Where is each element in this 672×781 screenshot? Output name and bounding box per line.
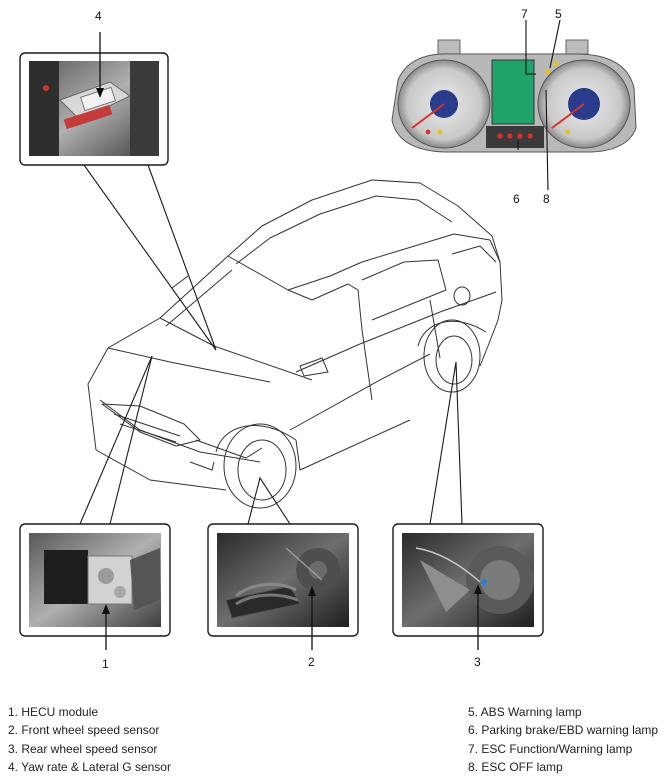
cluster-leader-lines: [517, 19, 561, 191]
legend-item-7: 7. ESC Function/Warning lamp: [468, 741, 633, 756]
callout-3: 3: [474, 655, 481, 669]
callout-8: 8: [543, 192, 550, 206]
legend-item-3: 3. Rear wheel speed sensor: [8, 741, 158, 756]
component-location-diagram: [19, 19, 637, 650]
instrument-cluster: [391, 39, 637, 153]
leader-lines: [79, 164, 463, 525]
inset-rear-wheel-speed-sensor: [392, 523, 544, 650]
callout-4: 4: [95, 9, 102, 23]
legend-item-5: 5. ABS Warning lamp: [468, 705, 582, 719]
inset-front-wheel-speed-sensor: [207, 523, 359, 650]
inset-yaw-rate-sensor: [19, 32, 169, 166]
legend-item-4: 4. Yaw rate & Lateral G sensor: [8, 760, 171, 775]
callout-5: 5: [555, 7, 562, 21]
legend-item-1: 1. HECU module: [8, 705, 99, 719]
callout-6: 6: [513, 192, 520, 206]
legend-item-2: 2. Front wheel speed sensor: [8, 723, 160, 738]
callout-1: 1: [102, 657, 109, 671]
callout-2: 2: [308, 655, 315, 669]
callout-7: 7: [521, 7, 528, 21]
legend-right: 5. ABS Warning lamp 6. Parking brake/EBD…: [468, 703, 658, 777]
inset-hecu-module: [19, 523, 171, 650]
legend-item-8: 8. ESC OFF lamp: [468, 760, 563, 775]
vehicle-outline: [87, 179, 503, 509]
legend-item-6: 6. Parking brake/EBD warning lamp: [468, 723, 659, 738]
legend-left: 1. HECU module 2. Front wheel speed sens…: [8, 703, 171, 777]
